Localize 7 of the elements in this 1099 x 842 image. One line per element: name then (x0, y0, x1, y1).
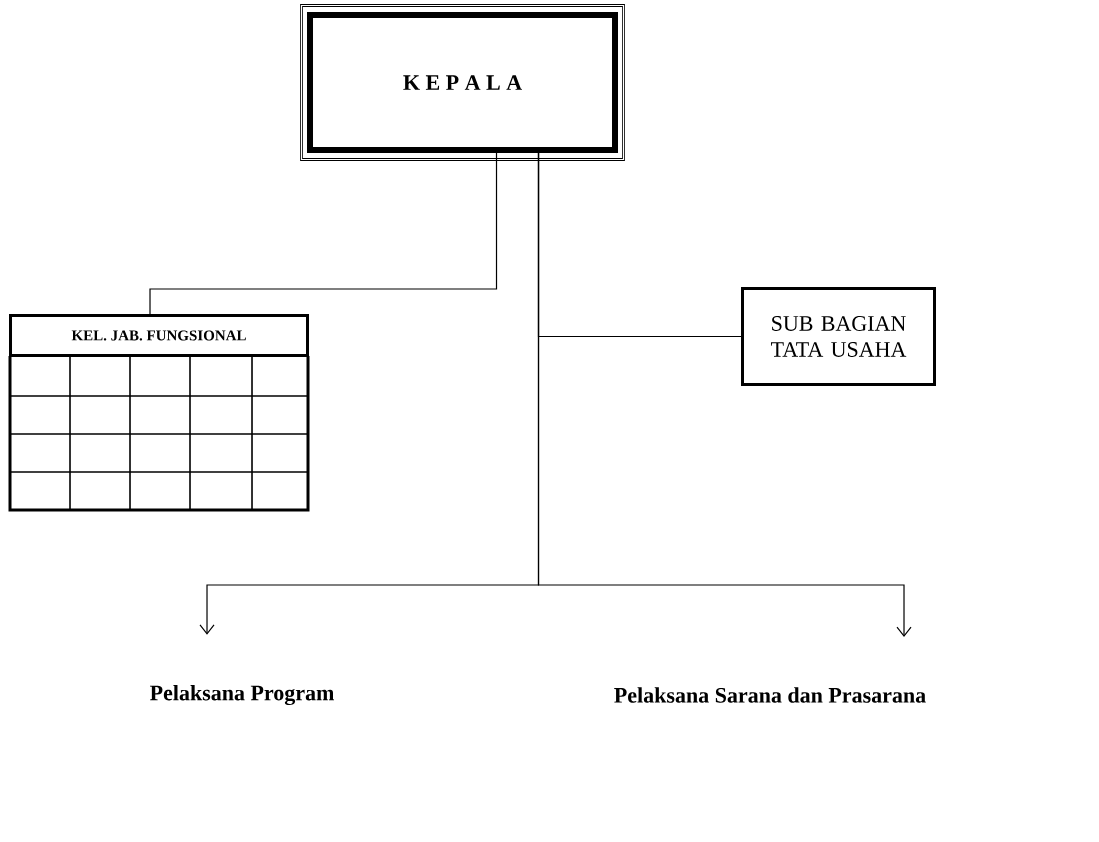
grid-table: KEL. JAB. FUNGSIONAL (8, 314, 310, 512)
unit-label: Pelaksana Program (150, 684, 334, 706)
unit-box: SUB BAGIAN TATA USAHA (741, 287, 936, 386)
connector (537, 152, 912, 638)
head-box: K E P A L A (300, 4, 625, 161)
unit-label: Pelaksana Sarana dan Prasarana (614, 687, 926, 703)
connector (149, 152, 498, 315)
